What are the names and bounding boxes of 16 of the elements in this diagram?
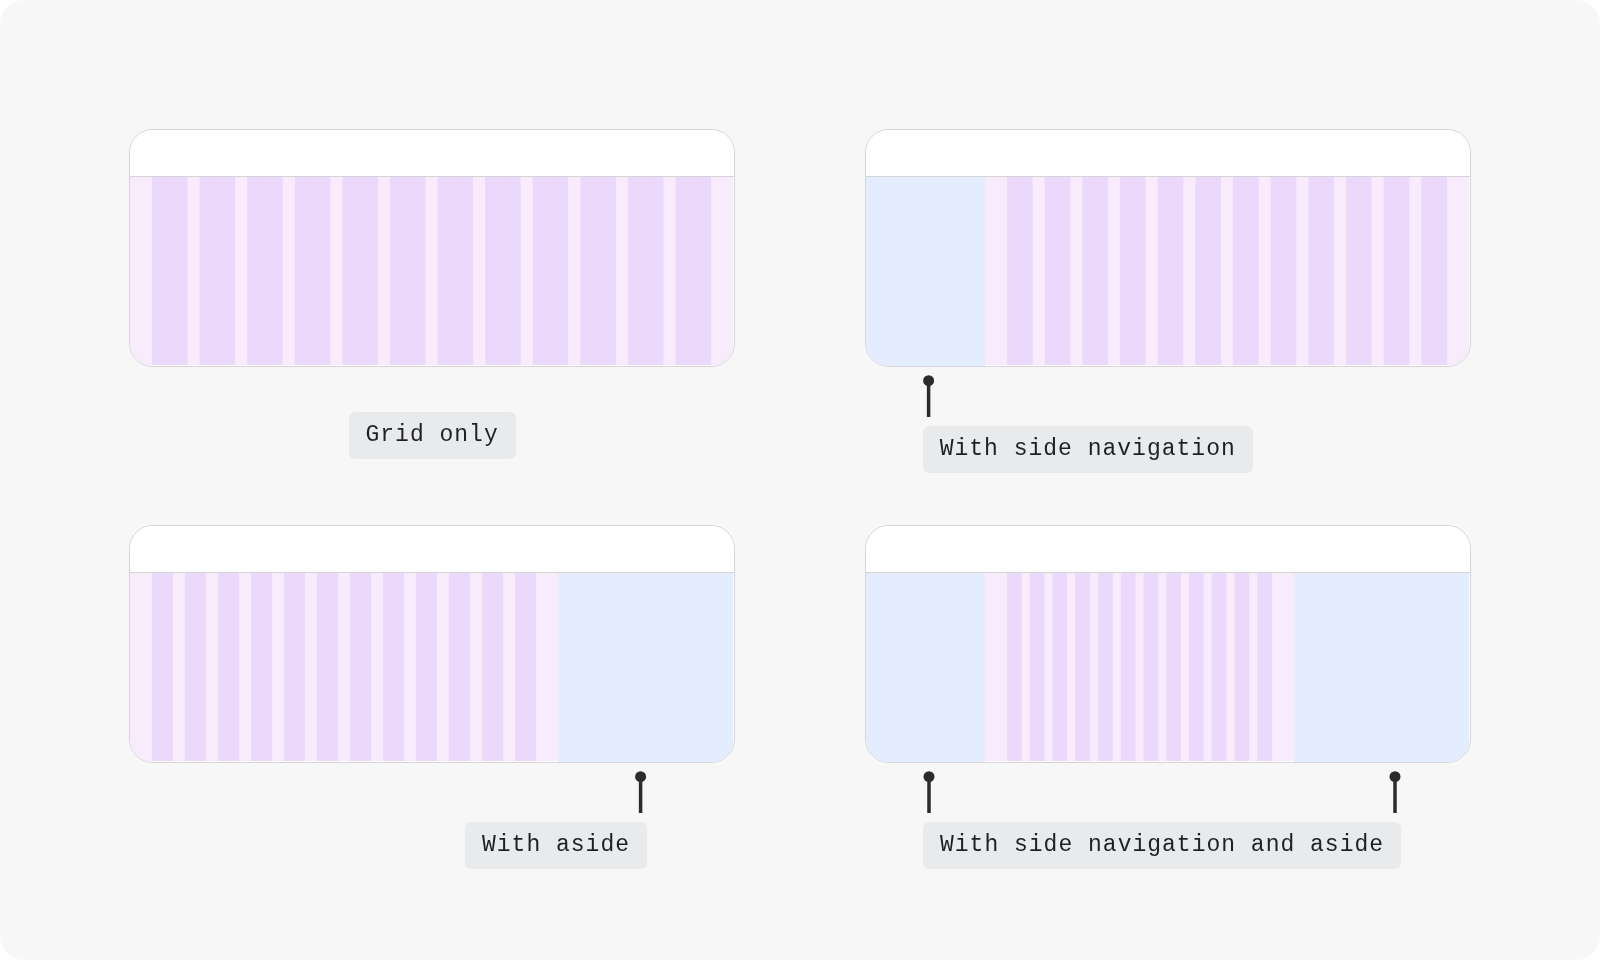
leader-line: [635, 771, 647, 813]
aside-panel: [1294, 572, 1469, 762]
layout-label: With aside: [465, 822, 648, 869]
layout-label: With side navigation: [922, 426, 1253, 473]
layout-label: Grid only: [348, 412, 516, 459]
window-frame: [865, 129, 1471, 367]
aside-panel: [558, 572, 733, 762]
leader-line: [1389, 771, 1401, 813]
window-frame: [865, 525, 1471, 763]
side-navigation-panel: [866, 176, 985, 366]
layout-label: With side navigation and aside: [923, 822, 1402, 869]
side-navigation-panel: [866, 572, 985, 762]
leader-line: [923, 375, 935, 417]
window-frame: [129, 129, 735, 367]
leader-line: [923, 771, 935, 813]
window-frame: [129, 525, 735, 763]
